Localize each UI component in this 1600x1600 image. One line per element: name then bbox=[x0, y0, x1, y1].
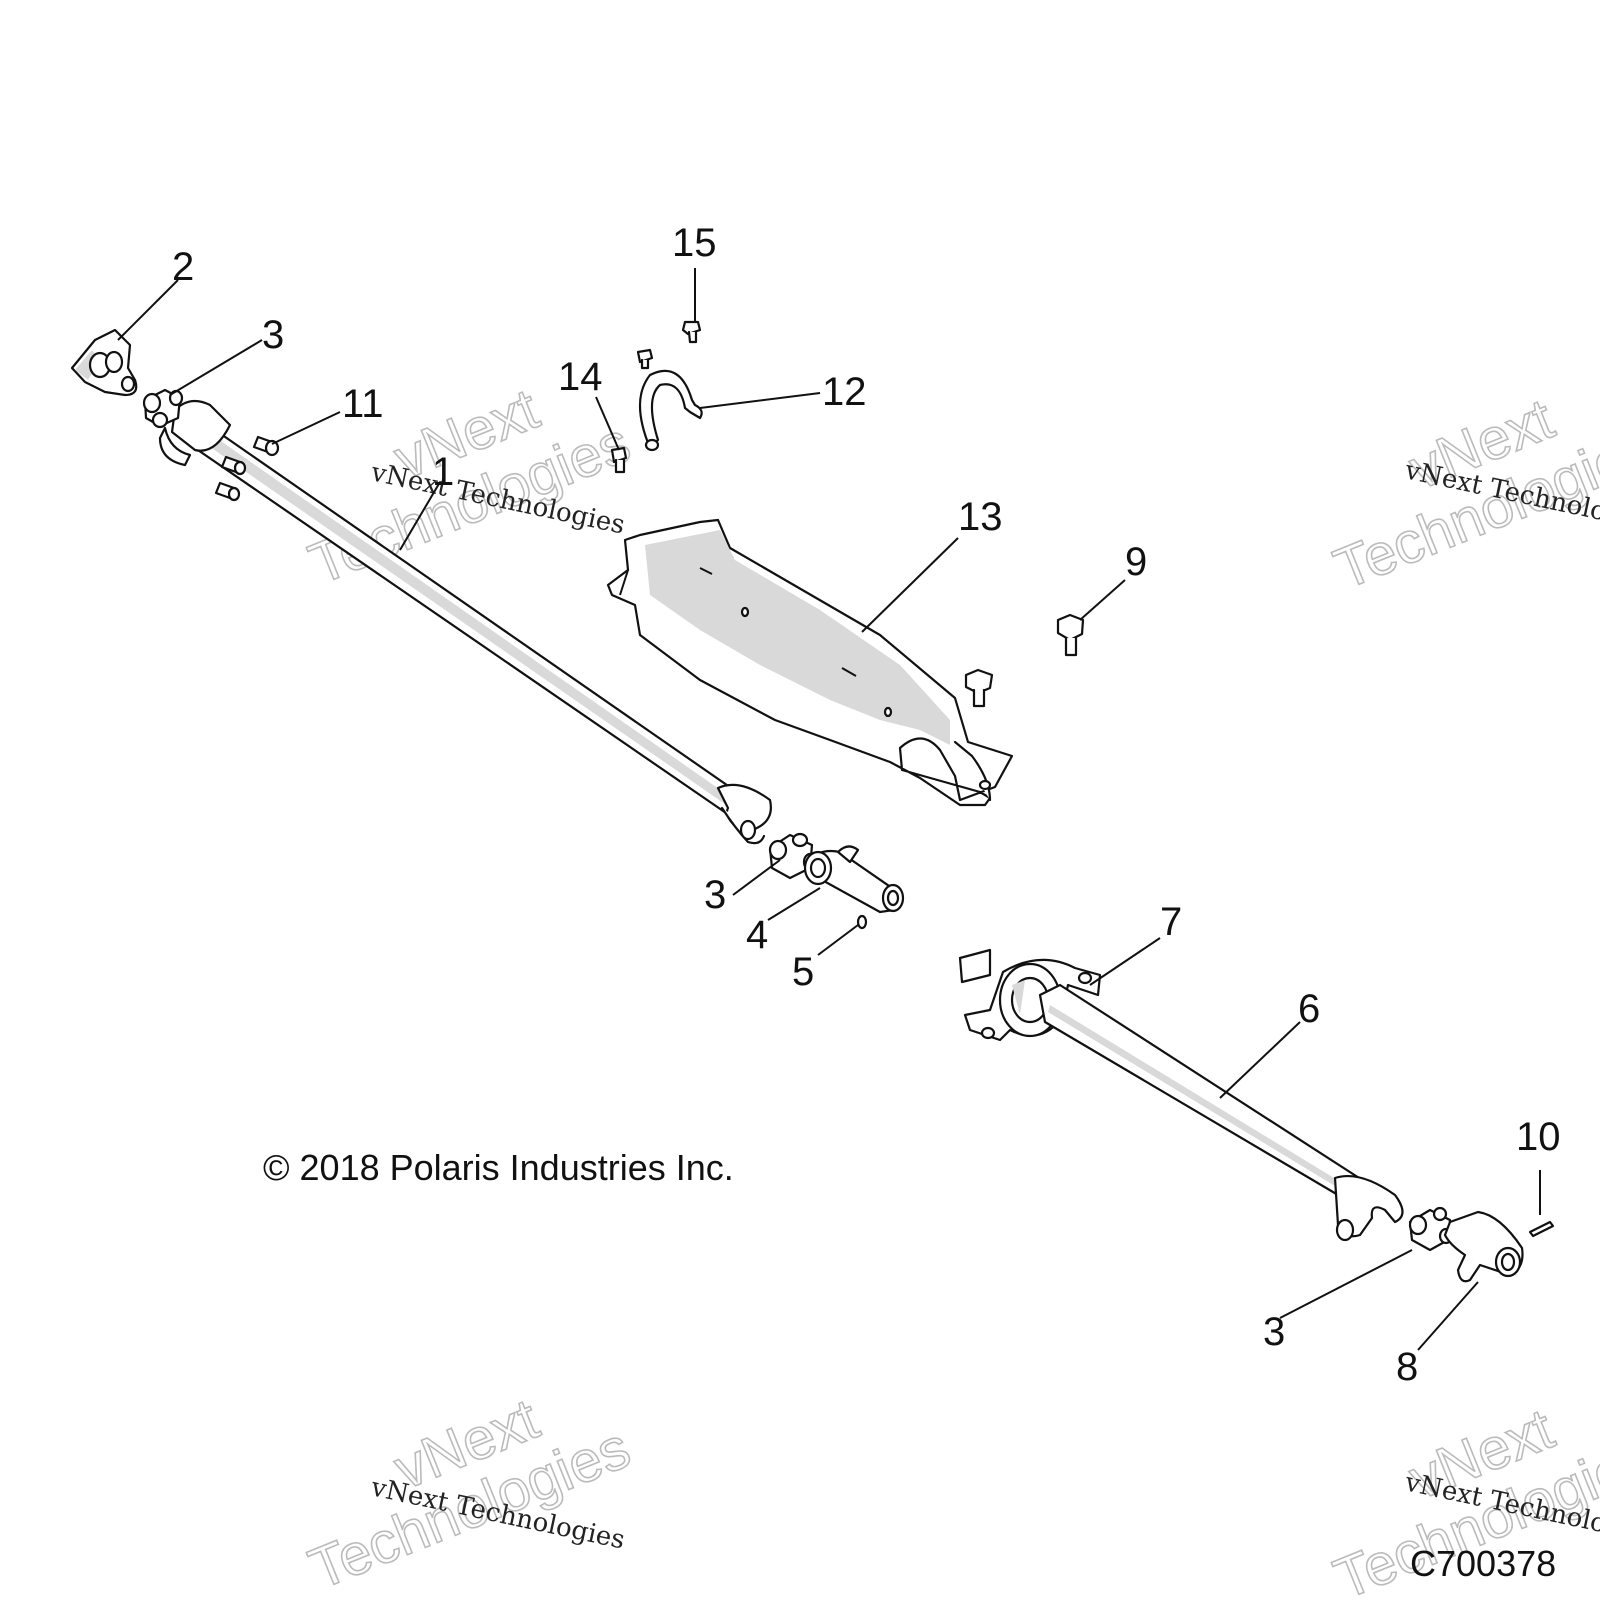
part-screw-15 bbox=[681, 320, 702, 344]
watermark-bottom-left: vNext Technologies vNext Technologies bbox=[300, 1385, 640, 1600]
bolt-shaft-a bbox=[220, 455, 247, 476]
callout-11: 11 bbox=[342, 382, 384, 426]
callout-1: 1 bbox=[432, 450, 454, 494]
leader-lines bbox=[117, 268, 1541, 1351]
part-slip-yoke bbox=[803, 845, 905, 914]
part-prop-shaft-rear bbox=[1038, 983, 1404, 1242]
part-u-joint-top bbox=[142, 388, 184, 429]
callout-15: 15 bbox=[672, 221, 717, 265]
callout-14: 14 bbox=[558, 355, 603, 399]
callout-6: 6 bbox=[1298, 987, 1320, 1031]
watermark-top-right: vNext Technologies vNext Technologies bbox=[1325, 385, 1600, 602]
callout-12: 12 bbox=[822, 370, 867, 414]
callout-10: 10 bbox=[1516, 1115, 1561, 1159]
callout-7: 7 bbox=[1160, 900, 1182, 944]
bolt-11 bbox=[252, 435, 280, 457]
callout-8: 8 bbox=[1396, 1345, 1418, 1389]
part-end-yoke bbox=[1443, 1210, 1524, 1283]
part-roll-pin bbox=[1528, 1220, 1555, 1238]
part-screw-12-top bbox=[636, 348, 654, 370]
callout-3-top: 3 bbox=[262, 313, 284, 357]
callout-13: 13 bbox=[958, 495, 1003, 539]
part-clip-12 bbox=[639, 369, 703, 452]
drawing-code: C700378 bbox=[1410, 1543, 1556, 1584]
callout-3-rear: 3 bbox=[1263, 1310, 1285, 1354]
part-bolt-9 bbox=[1056, 613, 1085, 657]
callout-4: 4 bbox=[746, 913, 768, 957]
part-u-joint-rear bbox=[1408, 1206, 1454, 1252]
part-flange-yoke bbox=[70, 328, 138, 397]
part-center-bearing bbox=[958, 948, 1102, 1042]
callout-numbers: 2 3 11 1 15 12 14 13 9 3 4 5 7 6 10 3 8 bbox=[172, 221, 1561, 1389]
callout-2: 2 bbox=[172, 245, 194, 289]
part-screw-14 bbox=[610, 446, 628, 474]
part-prop-shaft-front bbox=[158, 399, 772, 845]
callout-5: 5 bbox=[792, 950, 814, 994]
bolt-shaft-b bbox=[214, 481, 241, 502]
part-grease-fitting bbox=[856, 914, 868, 930]
copyright-notice: © 2018 Polaris Industries Inc. bbox=[263, 1147, 734, 1188]
callout-9: 9 bbox=[1125, 540, 1147, 584]
part-bolt-9b bbox=[964, 668, 994, 708]
part-drive-shaft-cover bbox=[606, 518, 1014, 807]
callout-3-middle: 3 bbox=[704, 873, 726, 917]
